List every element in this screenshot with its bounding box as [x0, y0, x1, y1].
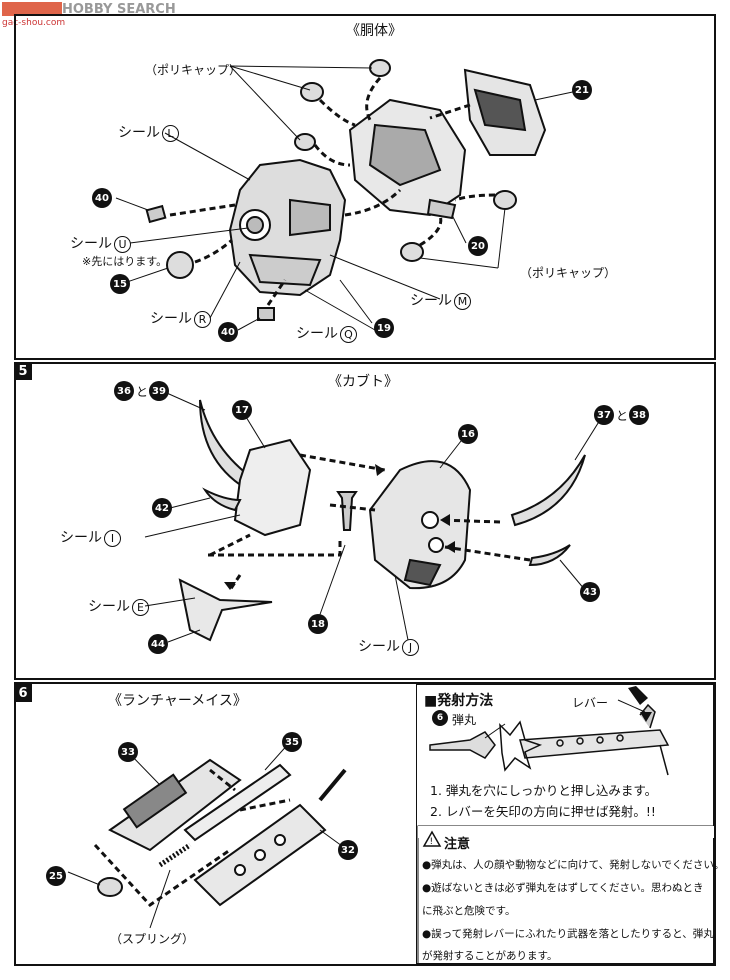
seal-e-mark: E — [132, 599, 149, 616]
pair-right-and: と — [616, 409, 629, 423]
part-16: 16 — [458, 424, 478, 444]
part-33: 33 — [118, 742, 138, 762]
lever-label: レバー — [572, 696, 609, 710]
part-38: 38 — [629, 405, 649, 425]
part-20: 20 — [468, 236, 488, 256]
firing-heading: ■発射方法 — [424, 693, 494, 709]
seal-m-mark: M — [454, 293, 471, 310]
caution-line-5: が発射することがあります。 — [422, 950, 558, 962]
spring-label: （スプリング） — [110, 932, 195, 946]
part-39: 39 — [149, 381, 169, 401]
seal-u-mark: U — [114, 236, 131, 253]
step-6-tag: 6 — [14, 684, 32, 702]
launcher-title: 《ランチャーメイス》 — [108, 693, 247, 709]
seal-r-mark: R — [194, 311, 211, 328]
bullet-part-number: 6 — [432, 710, 448, 726]
seal-l-mark: L — [162, 125, 179, 142]
launcher-panel — [14, 682, 716, 966]
part-44: 44 — [148, 634, 168, 654]
kabuto-title: 《カブト》 — [328, 374, 398, 390]
caution-title: 注意 — [444, 837, 471, 852]
seal-j-mark: J — [402, 639, 419, 656]
caution-line-3: に飛ぶと危険です。 — [422, 905, 516, 917]
caution-line-4: ●誤って発射レバーにふれたり武器を落としたりすると、弾丸 — [422, 928, 714, 940]
seal-i-mark: I — [104, 530, 121, 547]
poly-label-top: （ポリキャップ） — [145, 63, 242, 77]
poly-label-bottom: （ポリキャップ） — [520, 266, 617, 280]
step-5-tag: 5 — [14, 362, 32, 380]
caution-line-2: ●遊ばないときは必ず弾丸をはずしてください。思わぬとき — [422, 882, 704, 894]
watermark-site: HOBBY SEARCH — [62, 2, 176, 17]
torso-title: 《胴体》 — [346, 23, 402, 39]
watermark-url: gac-shou.com — [2, 18, 66, 28]
part-37: 37 — [594, 405, 614, 425]
part-25: 25 — [46, 866, 66, 886]
part-17: 17 — [232, 400, 252, 420]
part-32: 32 — [338, 840, 358, 860]
kabuto-panel — [14, 362, 716, 680]
pair-left-and: と — [136, 385, 149, 399]
part-43: 43 — [580, 582, 600, 602]
seal-q-mark: Q — [340, 326, 357, 343]
torso-panel — [14, 14, 716, 360]
seal-u-note: ※先にはります。 — [82, 255, 168, 268]
part-19: 19 — [374, 318, 394, 338]
firing-step-1: 1. 弾丸を穴にしっかりと押し込みます。 — [430, 783, 658, 798]
bullet-label: 弾丸 — [452, 713, 477, 727]
caution-line-1: ●弾丸は、人の顔や動物などに向けて、発射しないでください。 — [422, 859, 725, 871]
part-35: 35 — [282, 732, 302, 752]
svg-text:!: ! — [430, 837, 434, 847]
watermark-logo — [2, 2, 62, 16]
part-40-top: 40 — [92, 188, 112, 208]
part-36: 36 — [114, 381, 134, 401]
part-40-bottom: 40 — [218, 322, 238, 342]
part-18: 18 — [308, 614, 328, 634]
firing-step-2: 2. レバーを矢印の方向に押せば発射。!! — [430, 804, 656, 819]
part-21: 21 — [572, 80, 592, 100]
part-42: 42 — [152, 498, 172, 518]
part-15: 15 — [110, 274, 130, 294]
